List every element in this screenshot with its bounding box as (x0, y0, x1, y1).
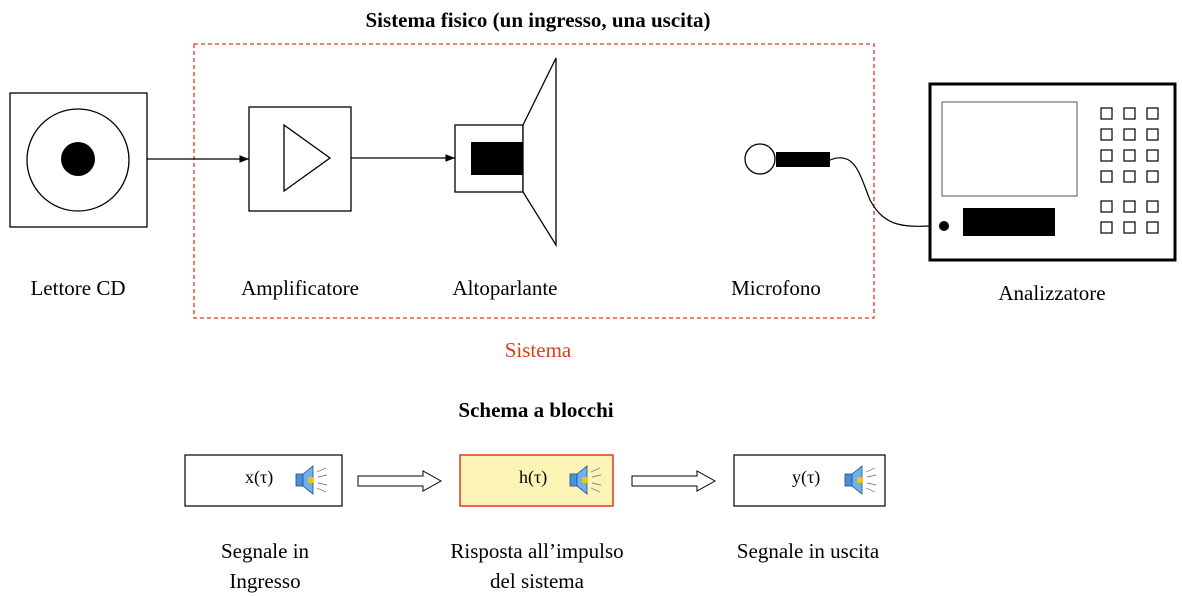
impulse-caption-line2: del sistema (490, 569, 584, 593)
audio-icon-system (569, 465, 602, 495)
microphone-label: Microfono (731, 276, 821, 300)
input-caption: Segnale in Ingresso (221, 536, 309, 596)
system-boundary (193, 43, 875, 319)
block-arrow-1 (357, 470, 443, 492)
speaker-label: Altoparlante (452, 276, 558, 300)
speaker-icon (454, 57, 557, 248)
output-signal-symbol: y(τ) (792, 467, 821, 487)
output-caption: Segnale in uscita (737, 536, 879, 566)
block-arrow-2 (631, 470, 717, 492)
microphone-icon (744, 143, 830, 175)
output-caption-line1: Segnale in uscita (736, 539, 880, 563)
cd-player-icon (9, 92, 148, 228)
block-diagram-title: Schema a blocchi (458, 398, 614, 422)
input-signal-symbol: x(τ) (245, 467, 274, 487)
amplifier-label: Amplificatore (241, 276, 359, 300)
analyzer-icon (928, 82, 1177, 262)
cd-player-label: Lettore CD (30, 276, 126, 300)
analyzer-label: Analizzatore (998, 281, 1106, 305)
input-caption-line1: Segnale in (220, 539, 310, 563)
system-label: Sistema (504, 338, 572, 362)
impulse-response-symbol: h(τ) (519, 467, 548, 487)
microphone-cable (829, 157, 944, 227)
impulse-response-caption: Risposta all’impulso del sistema (450, 536, 623, 596)
input-caption-line2: Ingresso (229, 569, 301, 593)
audio-icon-input (295, 465, 328, 495)
diagram-title: Sistema fisico (un ingresso, una uscita) (365, 8, 711, 32)
amplifier-icon (248, 106, 352, 212)
audio-icon-output (844, 465, 877, 495)
input-signal-block (184, 454, 343, 507)
impulse-caption-line1: Risposta all’impulso (450, 539, 624, 563)
